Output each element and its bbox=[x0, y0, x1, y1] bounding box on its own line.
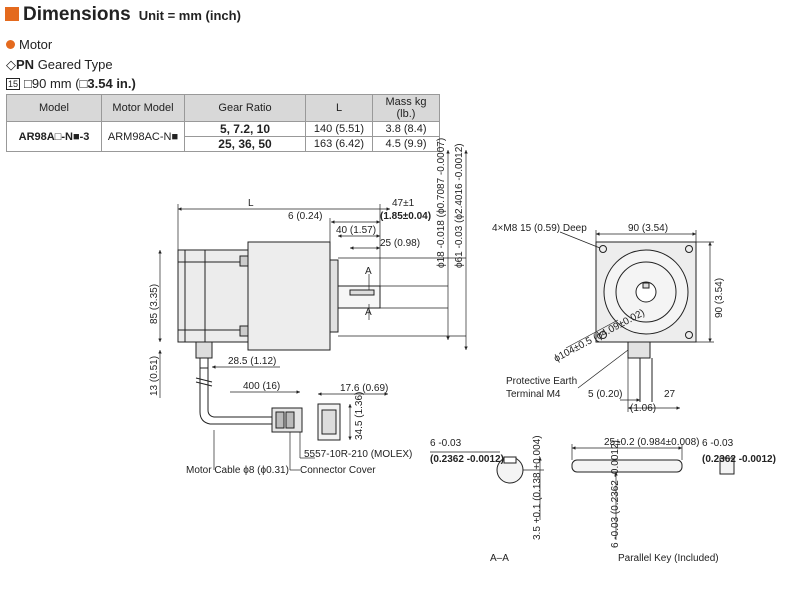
table-header-row: Model Motor Model Gear Ratio L Mass kg (… bbox=[6, 94, 440, 122]
motor-cable-label: Motor Cable ϕ8 (ϕ0.31) bbox=[186, 465, 289, 476]
section-a-top: A bbox=[365, 266, 372, 277]
subsection-heading: ◇PN Geared Type bbox=[6, 57, 113, 73]
l-cell: 163 (6.42) bbox=[305, 136, 373, 152]
frame-text: 90 mm ( bbox=[31, 76, 80, 91]
dim-106-label: (1.06) bbox=[630, 403, 656, 414]
motor-side-view bbox=[177, 241, 381, 369]
molex-label: 5557-10R-210 (MOLEX) bbox=[304, 449, 412, 460]
dim-25-label: 25 (0.98) bbox=[380, 238, 420, 249]
key-w1b-label: (0.2362 -0.0012) bbox=[430, 454, 504, 465]
connector-cover-label: Connector Cover bbox=[300, 465, 376, 476]
title-block: Dimensions Unit = mm (inch) bbox=[5, 4, 241, 26]
gear-cell: 25, 36, 50 bbox=[184, 136, 306, 152]
section-heading: Motor bbox=[6, 37, 52, 52]
table-row: 25, 36, 50 163 (6.42) 4.5 (9.9) bbox=[7, 136, 440, 152]
frame-number: 15 bbox=[6, 77, 21, 90]
dim-90h-label: 90 (3.54) bbox=[714, 278, 725, 318]
unit-label: Unit = mm (inch) bbox=[138, 8, 241, 23]
m8-label: 4×M8 15 (0.59) Deep bbox=[492, 223, 587, 234]
parallel-key-label: Parallel Key (Included) bbox=[618, 553, 719, 564]
orange-square-icon bbox=[5, 7, 19, 21]
square-icon: □ bbox=[24, 76, 32, 91]
aa-label: A–A bbox=[490, 553, 509, 564]
dim-13-label: 13 (0.51) bbox=[149, 356, 160, 396]
motor-front-view bbox=[595, 241, 697, 402]
key-h-label: 3.5 +0.1 (0.138 +0.004) bbox=[532, 435, 543, 540]
dim-400-label: 400 (16) bbox=[243, 381, 280, 392]
subsection-suffix: Geared Type bbox=[37, 57, 113, 72]
square-icon-2: □ bbox=[79, 76, 88, 91]
dim-47-label: 47±1 bbox=[392, 198, 415, 209]
motor-model-cell: ARM98AC-N■ bbox=[101, 121, 185, 152]
key-w2b-label: (0.2362 -0.0012) bbox=[702, 454, 776, 465]
key-25-label: 25±0.2 (0.984±0.008) bbox=[604, 437, 700, 448]
dim-l-label: L bbox=[248, 198, 254, 209]
diamond-icon: ◇ bbox=[6, 57, 16, 72]
dim-185-label: (1.85±0.04) bbox=[380, 211, 431, 222]
shaft-18-label: ϕ18 -0.018 (ϕ0.7087 -0.0007) bbox=[436, 138, 447, 268]
motor-cable bbox=[195, 368, 341, 441]
dim-85-label: 85 (3.35) bbox=[149, 284, 160, 324]
earth-label-2: Terminal M4 bbox=[506, 389, 561, 400]
parallel-key-view bbox=[571, 457, 735, 475]
dim-345-label: 34.5 (1.36) bbox=[354, 392, 365, 440]
key-w2-label: 6 -0.03 bbox=[702, 438, 734, 449]
page-title: Dimensions bbox=[23, 4, 131, 25]
orange-dot-icon bbox=[6, 40, 15, 49]
key-v-label: 6 -0.03 (0.2362 -0.0012) bbox=[610, 440, 621, 548]
parallel-key-dims bbox=[571, 444, 683, 540]
dim-176-label: 17.6 (0.69) bbox=[340, 383, 388, 394]
section-label: Motor bbox=[19, 37, 53, 52]
subsection-prefix: PN bbox=[16, 57, 35, 72]
mass-cell: 4.5 (9.9) bbox=[372, 136, 440, 152]
earth-label-1: Protective Earth bbox=[506, 376, 577, 387]
dim-285-label: 28.5 (1.12) bbox=[228, 356, 276, 367]
dim-27-label: 27 bbox=[664, 389, 676, 400]
model-cell: AR98A□-N■-3 bbox=[6, 121, 102, 152]
front-dimension-lines bbox=[559, 230, 714, 412]
section-a-bottom: A bbox=[365, 307, 372, 318]
dim-5-label: 5 (0.20) bbox=[588, 389, 622, 400]
side-dimension-lines bbox=[158, 150, 468, 471]
dim-6-label: 6 (0.24) bbox=[288, 211, 322, 222]
dim-90w-label: 90 (3.54) bbox=[628, 223, 668, 234]
key-w1-label: 6 -0.03 bbox=[430, 438, 462, 449]
section-aa-dims bbox=[430, 451, 544, 520]
frame-text-2: 3.54 in.) bbox=[87, 76, 136, 91]
dim-40-label: 40 (1.57) bbox=[336, 225, 376, 236]
col-header: Mass kg (lb.) bbox=[372, 94, 440, 122]
col-header: Model bbox=[6, 94, 102, 122]
frame-size: 15 □90 mm (□3.54 in.) bbox=[6, 76, 136, 91]
spec-table: Model Motor Model Gear Ratio L Mass kg (… bbox=[6, 94, 440, 152]
shaft-61-label: ϕ61 -0.03 (ϕ2.4016 -0.0012) bbox=[454, 143, 465, 268]
